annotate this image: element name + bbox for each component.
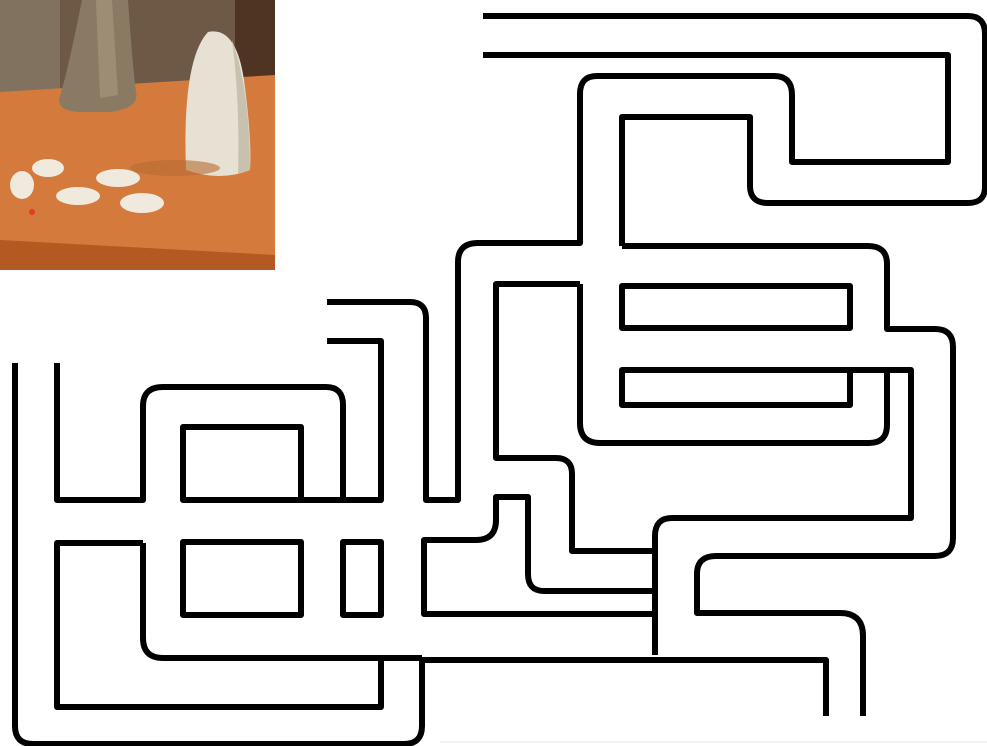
maze-block — [183, 427, 301, 500]
maze-wall — [57, 543, 381, 707]
figurine-1 — [10, 171, 34, 199]
maze-block — [183, 542, 301, 615]
figurine-4 — [96, 169, 140, 187]
maze-wall — [580, 284, 887, 443]
maze-block — [343, 542, 381, 615]
maze-wall — [57, 341, 381, 500]
photo-cone-base-shadow — [130, 160, 220, 176]
museum-photo — [0, 0, 275, 270]
maze-wall — [15, 363, 826, 744]
maze-wall — [424, 497, 655, 614]
maze-block — [622, 370, 850, 405]
maze-wall — [327, 55, 948, 500]
figurine-3 — [56, 187, 100, 205]
figurine-5 — [120, 193, 164, 213]
maze-wall — [496, 284, 655, 551]
maze-wall — [483, 16, 985, 246]
maze-wall — [622, 246, 953, 716]
photo-red-dot — [29, 209, 35, 215]
photo-wall-texture — [0, 0, 60, 95]
maze-block — [622, 286, 850, 328]
figurine-2 — [32, 159, 64, 177]
